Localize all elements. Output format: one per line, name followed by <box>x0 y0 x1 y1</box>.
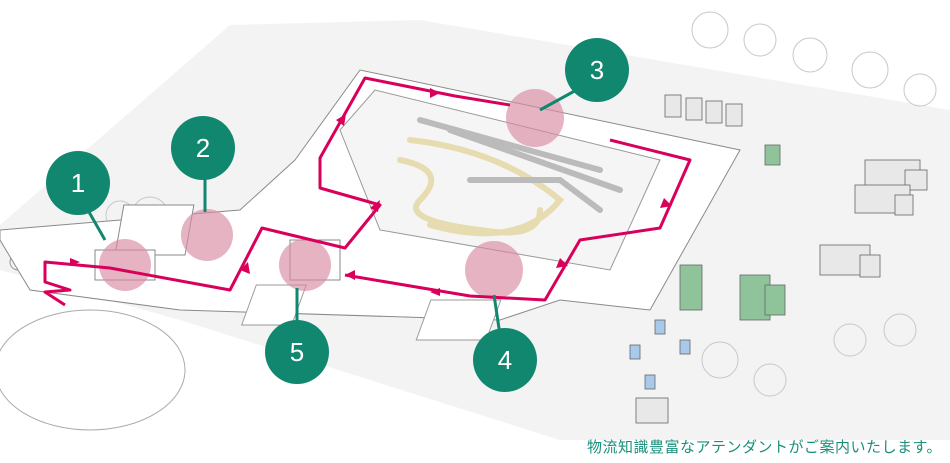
equipment <box>629 94 786 390</box>
conveyor-system <box>397 117 623 237</box>
marker-5[interactable]: 5 <box>265 288 329 384</box>
marker-3[interactable]: 3 <box>539 38 629 112</box>
marker-1-number: 1 <box>71 168 85 198</box>
marker-4[interactable]: 4 <box>473 294 537 392</box>
trucks <box>635 159 928 424</box>
marker-5-number: 5 <box>290 337 304 367</box>
marker-2-number: 2 <box>196 133 210 163</box>
marker-4-number: 4 <box>498 345 512 375</box>
roundabout <box>0 309 186 431</box>
attendant-caption: 物流知識豊富なアテンダントがご案内いたします。 <box>586 438 942 456</box>
route-arrows <box>70 88 672 296</box>
marker-2[interactable]: 2 <box>171 116 235 212</box>
tour-route <box>43 76 692 307</box>
marker-3-number: 3 <box>590 55 604 85</box>
marker-1[interactable]: 1 <box>46 151 110 241</box>
highlight-zones <box>99 89 564 299</box>
